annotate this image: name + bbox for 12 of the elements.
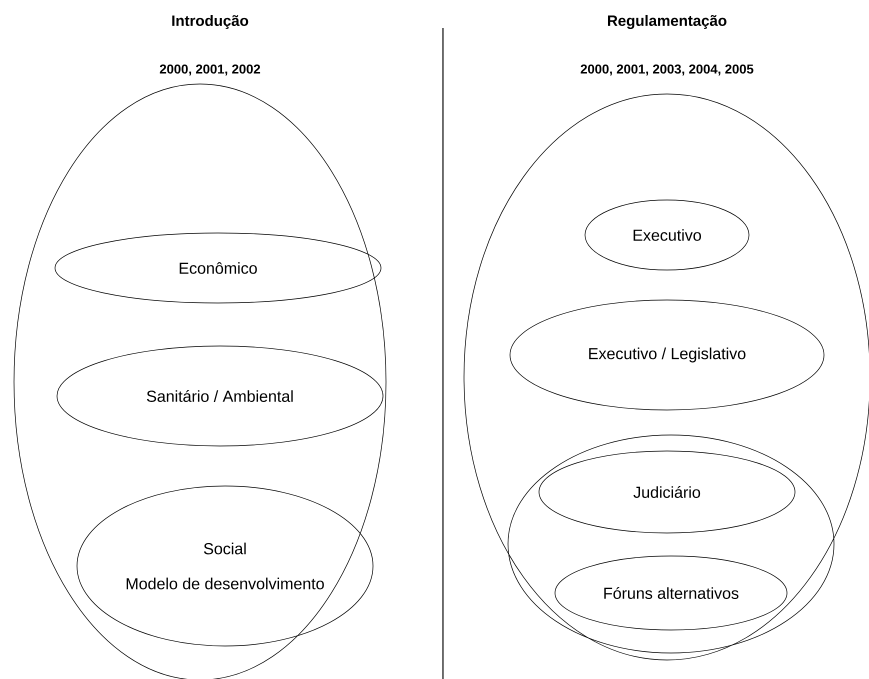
ellipse-label: Sanitário / Ambiental — [56, 346, 384, 446]
column-heading: Introdução — [172, 15, 248, 29]
ellipse — [508, 434, 834, 654]
column-heading: Regulamentação — [608, 14, 726, 30]
year-list: 2000, 2001, 2003, 2004, 2005 — [580, 64, 754, 76]
ellipse-label: Judiciário — [538, 450, 796, 534]
ellipse-label: Fóruns alternativos — [554, 556, 788, 630]
ellipse-label: Executivo / Legislativo — [510, 300, 824, 410]
year-list: 2000, 2001, 2002 — [160, 64, 260, 76]
ellipse-label: Social Modelo de desenvolvimento — [76, 486, 374, 646]
ellipse-label: Econômico — [54, 232, 382, 304]
ellipse-label: Executivo — [584, 200, 750, 270]
